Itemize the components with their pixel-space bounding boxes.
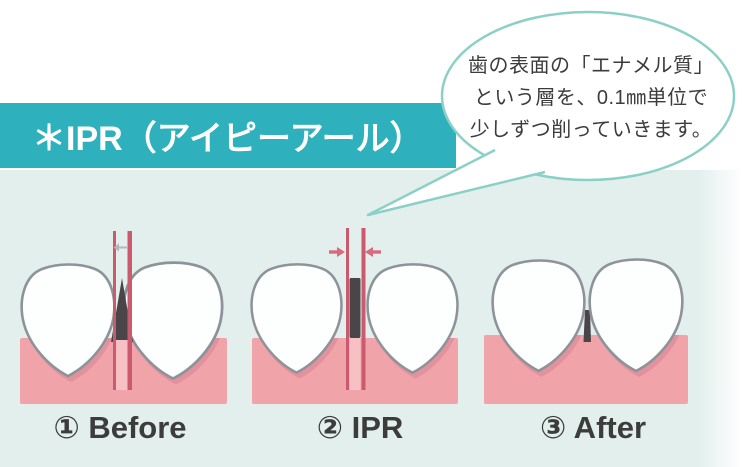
illustration-before [20, 231, 227, 404]
illustration-ipr [250, 228, 459, 404]
press-arrow-right-icon [329, 247, 345, 257]
bubble-text-line: 歯の表面の「エナメル質」 [468, 55, 714, 77]
panel-label-ipr: ② IPR [316, 410, 404, 445]
speech-bubble-tail [366, 148, 546, 217]
ipr-strip-line-left [113, 231, 116, 390]
insert-arrow-left-icon [113, 243, 127, 252]
header-banner: ＊IPR（アイピーアール） [0, 103, 456, 168]
bubble-text-line: という層を、0.1㎜単位で [473, 87, 709, 109]
speech-bubble-body [440, 10, 736, 182]
press-arrow-left-icon [365, 247, 381, 257]
illustration-after [484, 258, 688, 404]
gum-channel [349, 338, 361, 390]
page-title: ＊IPR（アイピーアール） [32, 120, 424, 158]
ipr-strip-line-right [127, 231, 132, 390]
gum-channel [116, 340, 128, 390]
speech-bubble [366, 10, 736, 217]
speech-bubble-text: 歯の表面の「エナメル質」 という層を、0.1㎜単位で 少しずつ削っていきます。 [455, 50, 727, 146]
ipr-strip-line-left [346, 228, 349, 390]
filing-strip [349, 278, 361, 338]
ipr-strip-line-right [361, 228, 366, 390]
bubble-text-line: 少しずつ削っていきます。 [469, 119, 713, 141]
contact-seam [585, 314, 590, 340]
panel-label-after: ③ After [539, 410, 647, 445]
panel-label-before: ① Before [53, 410, 187, 445]
